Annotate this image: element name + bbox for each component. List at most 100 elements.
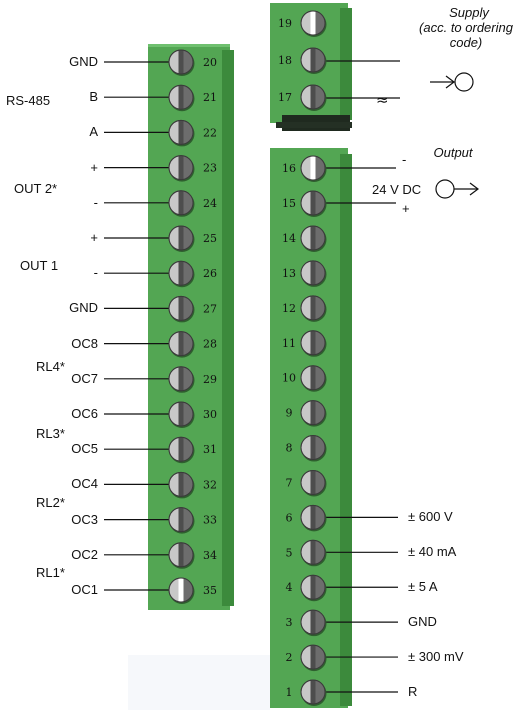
terminal-number-21: 21 (203, 91, 217, 104)
terminal-label-29: OC7 (71, 370, 98, 386)
screw-terminal-29 (168, 366, 195, 393)
screw-terminal-8 (300, 435, 327, 462)
terminal-number-12: 12 (282, 302, 296, 315)
screw-terminal-26 (168, 260, 195, 288)
terminal-label-6: ± 600 V (408, 509, 453, 525)
terminal-label-1: R (408, 684, 418, 699)
screw-terminal-19 (300, 10, 327, 37)
terminal-label-26: - (93, 265, 98, 281)
output-arrow-icon (435, 179, 479, 199)
terminal-label-20: GND (69, 54, 98, 69)
terminal-number-2: 2 (286, 651, 293, 664)
terminal-number-3: 3 (286, 616, 293, 629)
screw-terminal-25 (168, 225, 195, 252)
terminal-label-21: B (89, 89, 98, 105)
screw-terminal-30 (168, 401, 195, 428)
supply-note-line1: (acc. to ordering (419, 20, 513, 35)
screw-terminal-17 (300, 84, 327, 111)
screw-terminal-34 (168, 542, 195, 569)
screw-terminal-20 (168, 49, 195, 76)
screw-terminal-14 (300, 225, 327, 252)
output-plus-label: + (402, 201, 410, 216)
wire-lines (104, 60, 400, 693)
screw-terminal-33 (168, 507, 195, 534)
screw-terminal-12 (300, 295, 327, 322)
screw-terminal-6 (300, 504, 327, 532)
terminal-number-34: 34 (203, 549, 217, 562)
screw-terminal-4 (300, 574, 327, 602)
screw-terminal-10 (300, 365, 327, 392)
terminal-label-5: ± 40 mA (408, 544, 457, 560)
screw-terminal-31 (168, 436, 195, 464)
terminal-number-7: 7 (286, 476, 293, 489)
terminal-number-15: 15 (282, 197, 296, 210)
terminal-label-3: GND (408, 614, 437, 630)
supply-note-line2: code) (449, 35, 483, 50)
terminal-number-1: 1 (286, 686, 293, 699)
terminal-number-19: 19 (278, 17, 292, 30)
group-rs485: RS-485 (6, 93, 51, 108)
terminal-label-22: A (89, 124, 98, 140)
terminal-label-25: + (90, 230, 98, 245)
screw-terminal-22 (168, 119, 195, 147)
terminal-label-31: OC5 (71, 441, 98, 457)
terminal-label-35: OC1 (71, 582, 98, 597)
output-minus-label: - (402, 152, 407, 167)
screw-terminal-11 (300, 330, 327, 357)
terminal-number-30: 30 (203, 408, 217, 421)
screw-terminal-13 (300, 260, 327, 287)
terminal-number-23: 23 (203, 162, 217, 175)
terminal-number-20: 20 (203, 56, 217, 69)
terminal-label-4: ± 5 A (408, 579, 438, 595)
screw-terminal-9 (300, 400, 327, 427)
screw-terminal-16 (300, 155, 327, 182)
group-out1: OUT 1 (20, 258, 59, 273)
screw-terminal-23 (168, 155, 195, 182)
terminal-number-6: 6 (286, 511, 293, 524)
terminal-number-25: 25 (203, 232, 217, 245)
terminal-number-8: 8 (286, 442, 293, 455)
terminal-number-31: 31 (203, 443, 217, 456)
terminal-label-32: OC4 (71, 476, 98, 492)
terminal-label-28: OC8 (71, 335, 98, 351)
output-voltage-label: 24 V DC (372, 182, 422, 197)
screw-terminal-18 (300, 47, 327, 74)
terminal-label-24: - (93, 194, 98, 210)
group-rl2: RL2* (36, 495, 65, 510)
screw-terminal-35 (168, 577, 195, 604)
terminal-number-14: 14 (282, 232, 296, 245)
output-title: Output (433, 145, 473, 160)
terminal-number-35: 35 (203, 584, 217, 597)
group-rl3: RL3* (36, 426, 65, 441)
terminal-number-32: 32 (203, 478, 217, 491)
screw-terminal-1 (300, 679, 327, 706)
terminal-number-27: 27 (203, 302, 217, 315)
screw-terminal-5 (300, 539, 327, 567)
terminal-numbers: 2021222324252627282930313233343519181716… (203, 17, 296, 699)
terminal-number-29: 29 (203, 373, 217, 386)
terminal-label-23: + (90, 159, 98, 175)
screw-terminal-15 (300, 190, 327, 217)
screw-terminal-3 (300, 609, 327, 637)
terminal-number-10: 10 (282, 372, 296, 385)
terminal-label-27: GND (69, 300, 98, 316)
supply-input-arrow-icon (430, 72, 474, 92)
terminal-number-11: 11 (282, 337, 296, 350)
terminal-number-22: 22 (203, 126, 217, 139)
group-out2: OUT 2* (14, 181, 58, 196)
screw-terminal-32 (168, 471, 195, 499)
supply-title: Supply (449, 5, 489, 20)
terminal-number-13: 13 (282, 267, 296, 280)
screw-terminal-7 (300, 469, 327, 497)
terminal-number-24: 24 (203, 197, 217, 210)
terminal-number-33: 33 (203, 514, 217, 527)
terminal-number-17: 17 (278, 91, 292, 104)
terminal-label-34: OC2 (71, 546, 98, 562)
screw-terminals (168, 10, 327, 706)
terminal-number-16: 16 (282, 162, 296, 175)
terminal-label-33: OC3 (71, 511, 98, 527)
screw-terminal-2 (300, 644, 327, 672)
screw-terminal-27 (168, 295, 195, 323)
